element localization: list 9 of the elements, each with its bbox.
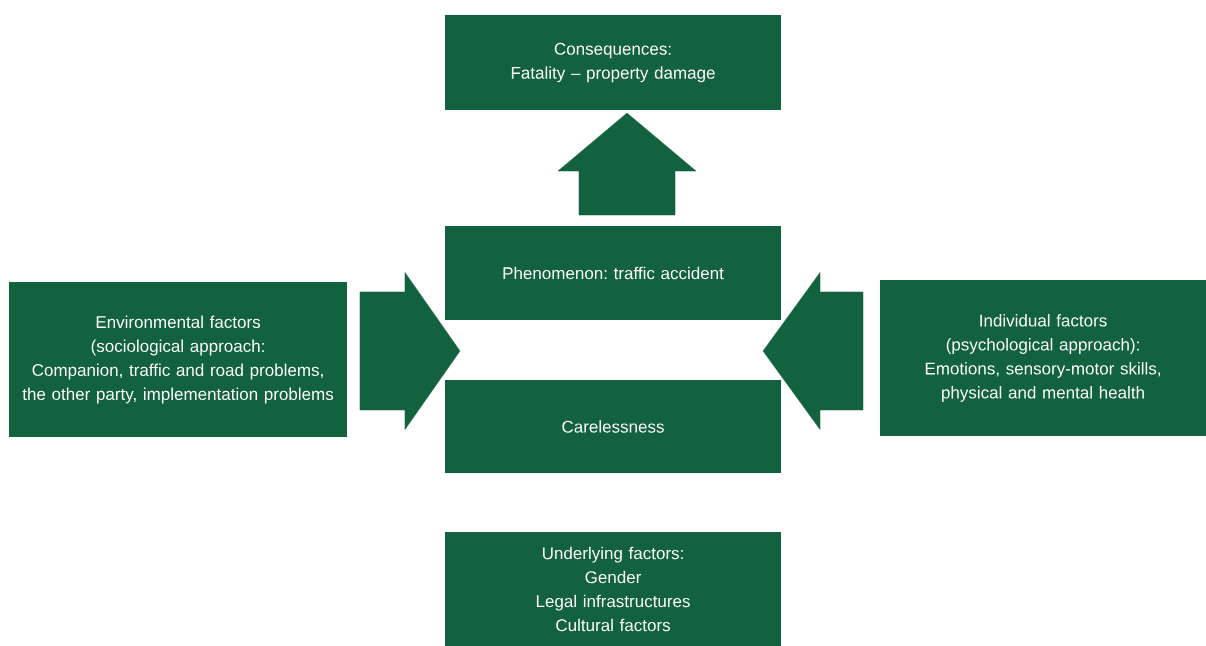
- factor-box: Environmental factors (sociological approach: Companion, traffic and road problems, the other party, implementation problems: [9, 282, 347, 437]
- factor-box: Carelessness: [445, 380, 781, 473]
- factor-box: Individual factors (psychological approach): Emotions, sensory-motor skills, physical and mental health: [880, 280, 1206, 436]
- factor-box: Consequences: Fatality – property damage: [445, 15, 781, 110]
- factor-box: Underlying factors: Gender Legal infrastructures Cultural factors: [445, 532, 781, 646]
- block-arrow: [762, 272, 864, 430]
- block-arrow: [359, 272, 461, 430]
- factor-box: Phenomenon: traffic accident: [445, 226, 781, 320]
- block-arrow: [557, 112, 697, 216]
